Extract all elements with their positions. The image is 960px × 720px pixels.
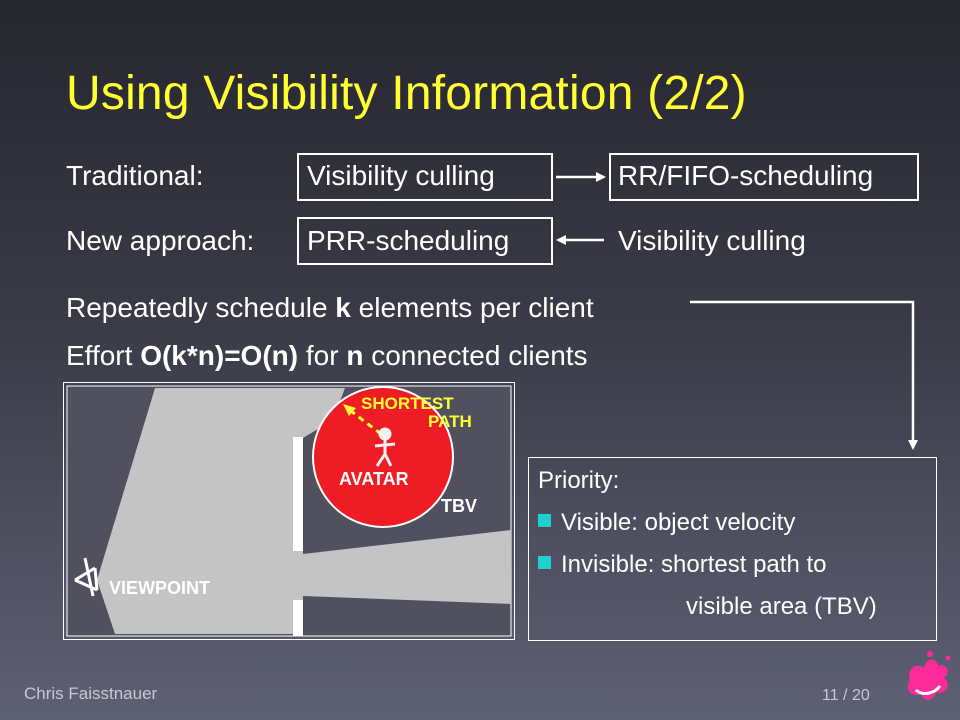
page-number: 11 / 20 — [822, 687, 870, 704]
line2-mid: for — [298, 340, 347, 371]
viewpoint-label: VIEWPOINT — [109, 578, 210, 598]
new-step2-text: Visibility culling — [618, 225, 806, 256]
wall-lower — [293, 600, 303, 636]
priority-arrow — [690, 300, 918, 450]
bullet1-text: Visible: object velocity — [561, 509, 796, 536]
splash-logo-icon — [907, 651, 951, 700]
line1-pre: Repeatedly schedule — [66, 292, 336, 323]
traditional-step1-text: Visibility culling — [307, 160, 495, 191]
line1-k: k — [335, 292, 351, 323]
line2-complexity: O(k*n)=O(n) — [140, 340, 299, 371]
priority-bullet-visible: Visible: object velocity — [538, 509, 795, 537]
author-footer: Chris Faisstnauer — [24, 684, 158, 703]
visible-area — [97, 388, 511, 634]
priority-bullet-invisible: Invisible: shortest path to — [538, 551, 826, 579]
line2-post: connected clients — [363, 340, 588, 371]
shortest-path-line — [346, 406, 382, 436]
slide-title: Using Visibility Information (2/2) — [66, 67, 747, 120]
traditional-step2-text: RR/FIFO-scheduling — [618, 160, 874, 191]
traditional-label: Traditional: — [66, 160, 204, 191]
bullet2-text: Invisible: shortest path to — [561, 551, 827, 578]
viewpoint-camera-icon — [74, 557, 99, 597]
traditional-step1-box — [297, 153, 553, 201]
bullet-square-icon — [538, 556, 551, 570]
priority-box — [528, 457, 937, 641]
new-approach-label: New approach: — [66, 225, 255, 256]
line2-pre: Effort — [66, 340, 141, 371]
line2-n: n — [346, 340, 364, 371]
wall-upper — [293, 437, 303, 551]
avatar-figure — [374, 427, 396, 467]
shortest-label: SHORTEST — [361, 394, 454, 413]
new-step1-text: PRR-scheduling — [307, 225, 510, 256]
bullet2-continuation: visible area (TBV) — [686, 593, 877, 620]
new-step1-box — [297, 217, 553, 265]
shortest-path-arrowhead — [343, 404, 356, 416]
traditional-step2-box — [609, 153, 919, 201]
line1-post: elements per client — [350, 292, 594, 323]
avatar-label: AVATAR — [339, 469, 409, 489]
effort-line: Effort O(k*n)=O(n) for n connected clien… — [66, 340, 588, 372]
priority-heading: Priority: — [538, 467, 620, 494]
repeat-schedule-line: Repeatedly schedule k elements per clien… — [66, 292, 594, 324]
visibility-diagram: SHORTEST PATH AVATAR TBV VIEWPOINT — [63, 382, 515, 640]
tbv-label: TBV — [441, 496, 477, 516]
bullet-square-icon — [538, 514, 551, 528]
path-label: PATH — [428, 412, 472, 431]
